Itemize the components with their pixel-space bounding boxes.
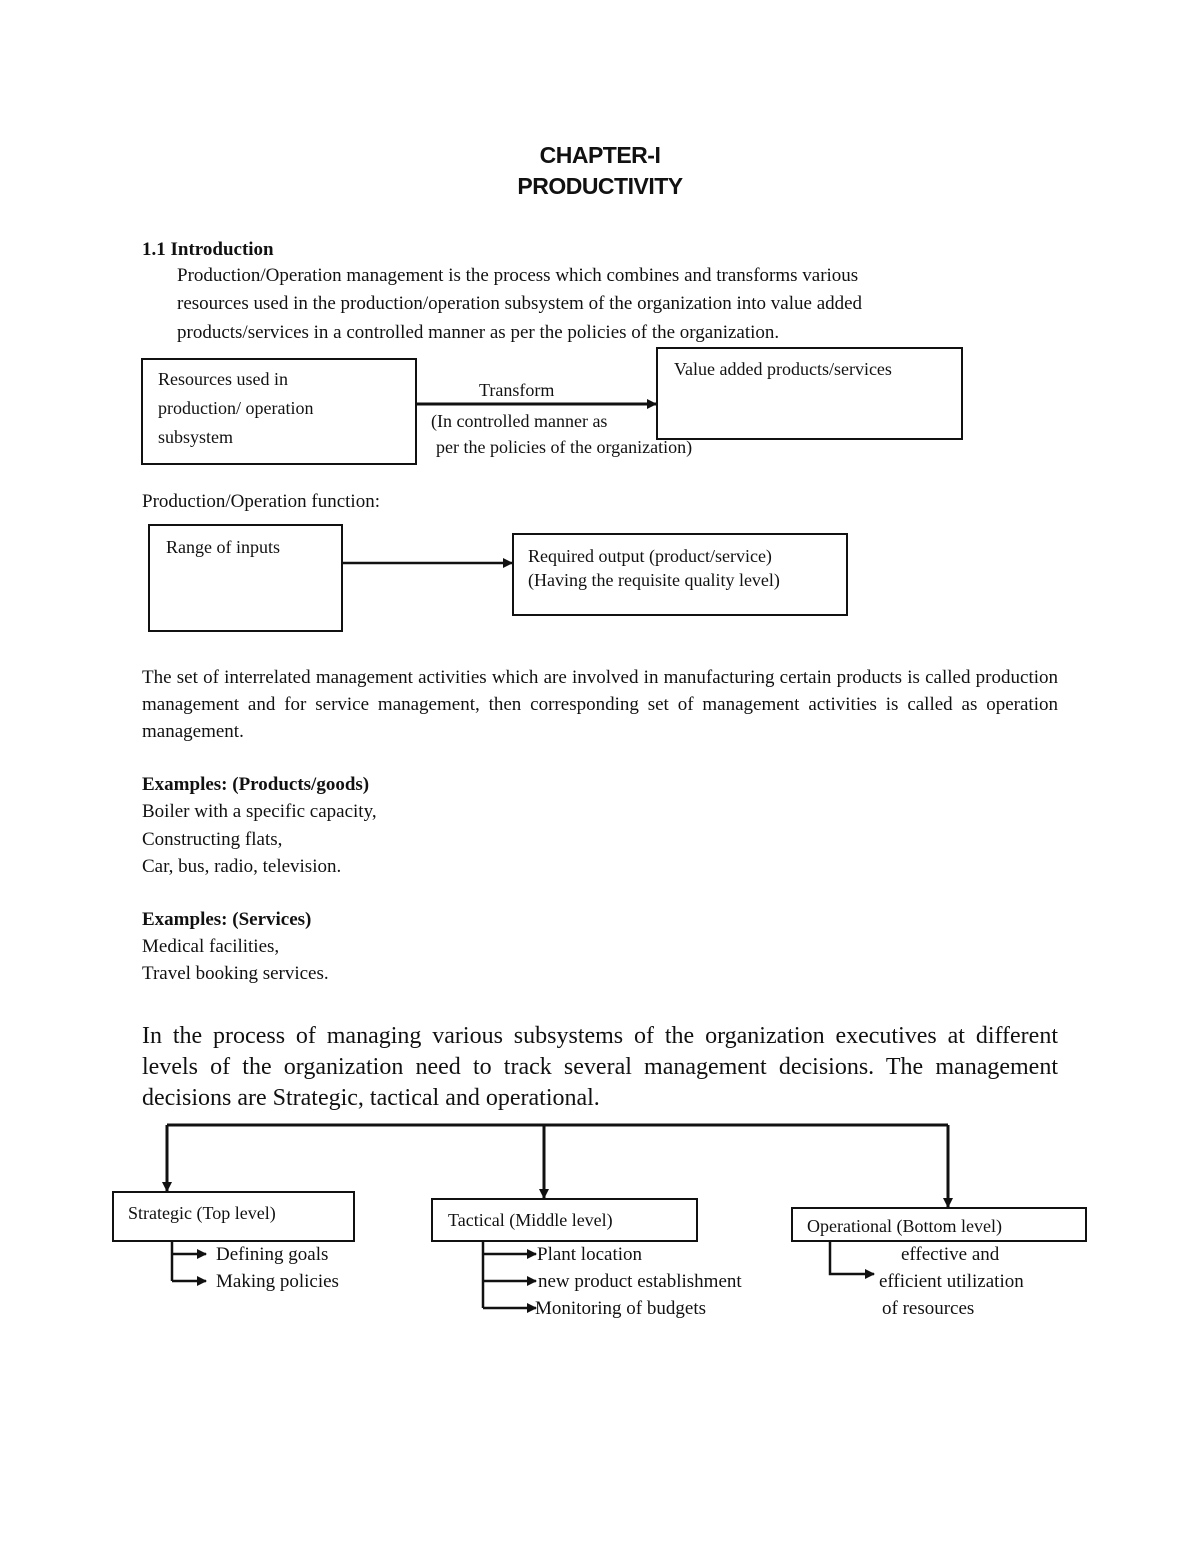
decisions-paragraph: In the process of managing various subsy… bbox=[142, 1023, 1058, 1111]
examples-services-heading: Examples: (Services) bbox=[142, 909, 312, 930]
resources-box-line-3: subsystem bbox=[158, 427, 234, 447]
tactical-item: new product establishment bbox=[538, 1271, 742, 1292]
value-added-box bbox=[656, 347, 963, 440]
inputs-box-label: Range of inputs bbox=[166, 537, 280, 557]
intro-line-2: resources used in the production/operati… bbox=[177, 293, 863, 314]
operational-label: Operational (Bottom level) bbox=[807, 1216, 1002, 1236]
transform-note-line-1: (In controlled manner as bbox=[431, 411, 608, 431]
tactical-item: Monitoring of budgets bbox=[535, 1298, 706, 1319]
value-added-box-label: Value added products/services bbox=[674, 359, 892, 379]
examples-products-item: Car, bus, radio, television. bbox=[142, 856, 342, 877]
resources-box bbox=[141, 358, 417, 465]
operational-item: efficient utilization bbox=[879, 1271, 1024, 1292]
output-box-line-2: (Having the requisite quality level) bbox=[528, 570, 780, 590]
examples-products-heading: Examples: (Products/goods) bbox=[142, 774, 370, 795]
chapter-heading: CHAPTER-I bbox=[539, 142, 661, 168]
operational-item: of resources bbox=[882, 1298, 975, 1319]
operational-box bbox=[791, 1207, 1087, 1242]
output-box bbox=[512, 533, 848, 616]
examples-products-item: Boiler with a specific capacity, bbox=[142, 801, 377, 822]
definition-paragraph: The set of interrelated management activ… bbox=[142, 667, 1058, 742]
tactical-item: Plant location bbox=[537, 1244, 643, 1265]
operational-item: effective and bbox=[901, 1244, 1000, 1265]
intro-line-3: products/services in a controlled manner… bbox=[177, 322, 780, 343]
strategic-box bbox=[112, 1191, 355, 1242]
examples-services-item: Travel booking services. bbox=[142, 963, 329, 984]
resources-box-line-2: production/ operation bbox=[158, 398, 314, 418]
operational-item-arrow bbox=[828, 1242, 875, 1279]
examples-services-item: Medical facilities, bbox=[142, 936, 280, 957]
function-label: Production/Operation function: bbox=[142, 491, 380, 512]
tactical-box bbox=[431, 1198, 698, 1242]
chapter-title: PRODUCTIVITY bbox=[517, 173, 683, 199]
resources-box-line-1: Resources used in bbox=[158, 369, 288, 389]
strategic-label: Strategic (Top level) bbox=[128, 1203, 276, 1223]
tactical-label: Tactical (Middle level) bbox=[448, 1210, 613, 1230]
examples-products-item: Constructing flats, bbox=[142, 829, 283, 850]
transform-label: Transform bbox=[479, 380, 555, 400]
strategic-item: Making policies bbox=[216, 1271, 339, 1292]
intro-line-1: Production/Operation management is the p… bbox=[177, 265, 859, 286]
transform-note-line-2: per the policies of the organization) bbox=[436, 437, 693, 457]
inputs-box bbox=[148, 524, 343, 632]
section-heading: 1.1 Introduction bbox=[142, 239, 274, 260]
strategic-item: Defining goals bbox=[216, 1244, 329, 1265]
output-box-line-1: Required output (product/service) bbox=[528, 546, 772, 566]
